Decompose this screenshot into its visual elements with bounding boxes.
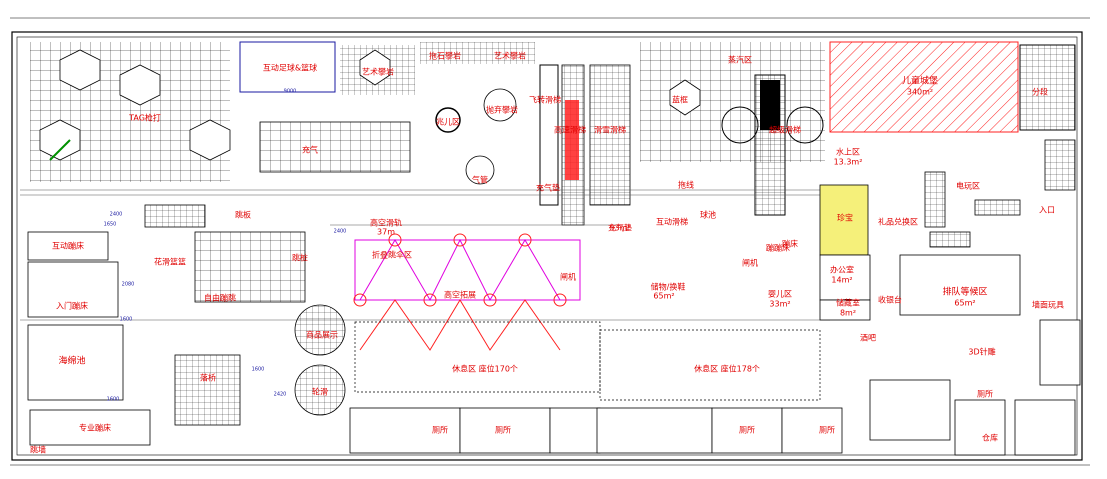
- seating-area: [354, 321, 821, 401]
- label-chuwu-huanxie: 储物/换鞋: [650, 282, 686, 292]
- label-xiuxi-qu-a: 休息区 座位170个: [452, 364, 518, 374]
- slides: [435, 64, 824, 226]
- dim-1650: 1650: [103, 221, 117, 228]
- label-qiguan: 气管: [472, 175, 488, 185]
- label-diaoqiao: 落桥: [200, 373, 216, 383]
- label-kelian-zhuan: 蹦蹦床: [766, 243, 790, 253]
- outer-walls: [10, 17, 1090, 466]
- label-zhediejiao-qu: 折叠跳伞区: [372, 250, 412, 260]
- label-huaxue-huati: 滑雪滑梯: [594, 125, 626, 135]
- label-zhenqi-qu: 蒸汽区: [728, 55, 752, 65]
- label-cesuo-3: 厕所: [819, 425, 835, 435]
- label-lipin-duihuan: 礼品兑换区: [878, 217, 918, 227]
- label-chaoji-huati: 超级滑梯: [769, 125, 801, 135]
- dim-2400: 2400: [333, 228, 347, 235]
- right-zone: [819, 139, 1081, 386]
- label-yinger-area: 33m²: [769, 299, 791, 309]
- octagon-pads: [39, 49, 701, 161]
- label-xingyun: 跳墙: [30, 445, 46, 455]
- label-yishu-panyan-2: 艺术攀岩: [362, 67, 394, 77]
- label-lanqiu-lan: 蓝框: [672, 95, 688, 105]
- dim-2420: 2420: [273, 391, 287, 398]
- label-ertong-chengbao: 儿童城堡: [901, 76, 939, 87]
- label-bangongshi: 办公室: [830, 265, 854, 275]
- label-chongqi: 充气: [302, 145, 318, 155]
- dim-1600a: 1600: [119, 316, 133, 323]
- label-jiangqu-area: 53m²: [609, 223, 631, 233]
- label-tuoxian: 拖线: [678, 180, 694, 190]
- label-ziyou-bengchuang: 自由蹦跳: [204, 293, 236, 303]
- label-tuoshi-panyan: 拖石攀岩: [429, 51, 461, 61]
- label-hudong-tanchuang: 互动蹦床: [52, 241, 84, 251]
- corridors: [20, 189, 830, 321]
- label-3d-diao: 3D针雕: [968, 347, 996, 357]
- label-yishu-panyan: 艺术攀岩: [494, 51, 526, 61]
- label-chongqi-dian-2: 充气垫: [608, 223, 632, 233]
- dim-2080: 2080: [121, 281, 135, 288]
- label-zhuliu-qu: 水上区: [836, 147, 860, 157]
- left-zones: [27, 204, 346, 446]
- dim-1600c: 1600: [106, 396, 120, 403]
- label-cesuo-right: 厕所: [977, 389, 993, 399]
- label-gaokong-tuozhan: 高空拓展: [444, 290, 476, 300]
- label-chongqi-dian: 充气垫: [536, 183, 560, 193]
- label-rukou: 入口: [1039, 205, 1055, 215]
- dim-2400b: 2400: [109, 211, 123, 218]
- label-chuxu-shi: 储藏室: [836, 298, 860, 308]
- label-jiangqu: 兆儿区: [436, 117, 460, 127]
- label-chuwu-area: 65m²: [653, 291, 675, 301]
- label-paoqi-panyan: 抛弃攀岩: [486, 105, 518, 115]
- label-cesuo-4: 厕所: [432, 425, 448, 435]
- label-zhaji-2: 闸机: [742, 258, 758, 268]
- label-tiaoban: 跳板: [235, 210, 251, 220]
- label-zhenbao: 珍宝: [837, 213, 853, 223]
- label-fenduan: 分段: [1032, 87, 1048, 97]
- label-haimian-chi: 海绵池: [58, 356, 86, 367]
- label-qiuchi: 球池: [700, 210, 716, 220]
- label-yinger-qu: 婴儿区: [768, 289, 792, 299]
- label-feizhuan-huati: 飞转滑梯: [529, 95, 561, 105]
- rope-course-red: [353, 233, 567, 351]
- label-tag-gun: TAG枪打: [129, 113, 161, 123]
- label-qiaoqiao: 轮滑: [312, 387, 328, 397]
- label-cesuo-2: 厕所: [739, 425, 755, 435]
- label-gaosu-huati: 高速滑梯: [554, 125, 586, 135]
- bottom-rooms: [349, 379, 1076, 456]
- label-shoujian-tai: 收银台: [878, 295, 902, 305]
- label-zhengtai-cao: 商品展示: [306, 330, 338, 340]
- dim-1600b: 1600: [251, 366, 265, 373]
- label-hudong-zhangjiang: 蹦床: [782, 239, 798, 249]
- label-huazhu-guanlan: 花滑篮篮: [154, 257, 186, 267]
- label-paidui-houhou: 排队等候区: [942, 287, 988, 298]
- label-bangongshi-area: 14m²: [831, 275, 853, 285]
- label-xiuxi-qu-b: 休息区 座位178个: [694, 364, 760, 374]
- label-gaokong-huagui-len: 37m: [377, 227, 395, 237]
- label-chuxu-area: 8m²: [839, 308, 857, 318]
- label-zhaji: 闸机: [560, 272, 576, 282]
- label-gaokong-huagui: 高空滑轨: [370, 218, 402, 228]
- label-hudong-zuqiu: 互动足球&篮球: [262, 63, 318, 73]
- green-marker: [49, 139, 71, 161]
- label-cesuo-1: 厕所: [495, 425, 511, 435]
- label-zhuliu-area: 13.3m²: [833, 157, 863, 167]
- dim-9000: 9000: [283, 88, 297, 95]
- label-paidui-area: 65m²: [954, 298, 976, 308]
- label-zhuanye-bengchuang: 专业蹦床: [79, 423, 111, 433]
- label-rushi-bengchuang: 入门蹦床: [56, 301, 88, 311]
- label-jiuba: 酒吧: [860, 333, 876, 343]
- label-qiangmian-wanju: 墙面玩具: [1032, 300, 1064, 310]
- label-jinzhu: 跳桩: [292, 253, 308, 263]
- label-cangku: 仓库: [982, 433, 998, 443]
- label-hudong-huati: 互动滑梯: [656, 217, 688, 227]
- rope-course: [354, 238, 581, 302]
- label-ertong-area: 340m²: [906, 87, 934, 97]
- label-dianwan-qu: 电玩区: [956, 181, 980, 191]
